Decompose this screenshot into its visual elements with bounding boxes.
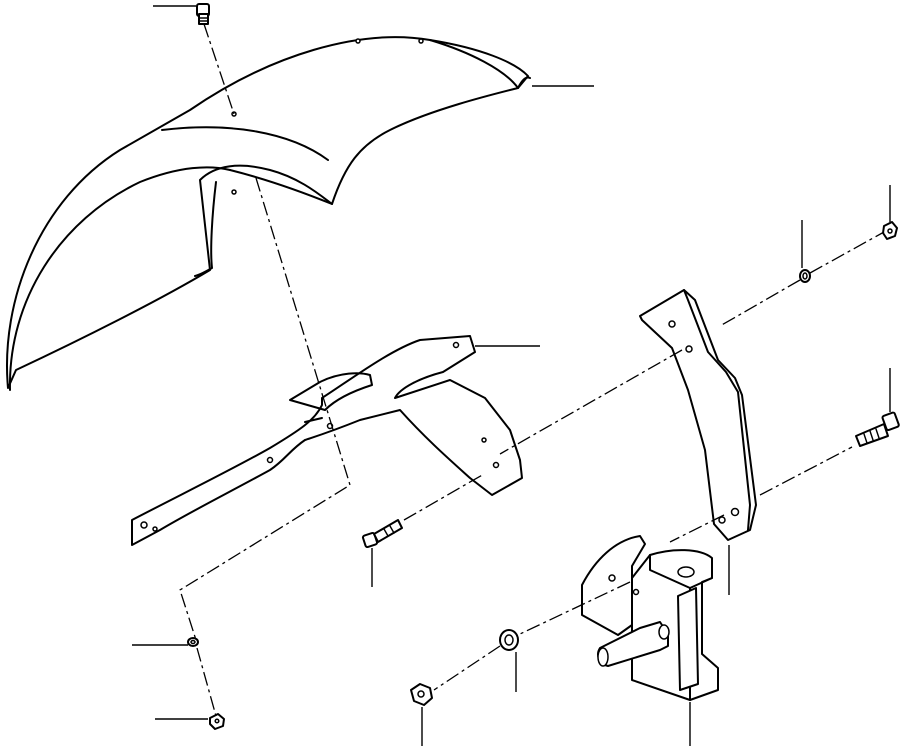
fender-washer: [187, 637, 199, 647]
bracket-bolt: [361, 519, 403, 549]
support-arm: [639, 289, 757, 541]
spindle-housing: [581, 535, 719, 701]
upper-bolt: [196, 3, 210, 25]
fender-nut: [209, 713, 225, 730]
fender: [6, 36, 531, 391]
fender-bracket: [131, 335, 523, 546]
center-lines: [179, 23, 885, 717]
leader-lines: [132, 5, 891, 746]
upper-nut: [882, 221, 898, 240]
upper-washer: [799, 269, 811, 283]
arm-bolt: [855, 411, 900, 447]
housing-washer: [499, 629, 519, 651]
housing-nut: [410, 683, 433, 706]
